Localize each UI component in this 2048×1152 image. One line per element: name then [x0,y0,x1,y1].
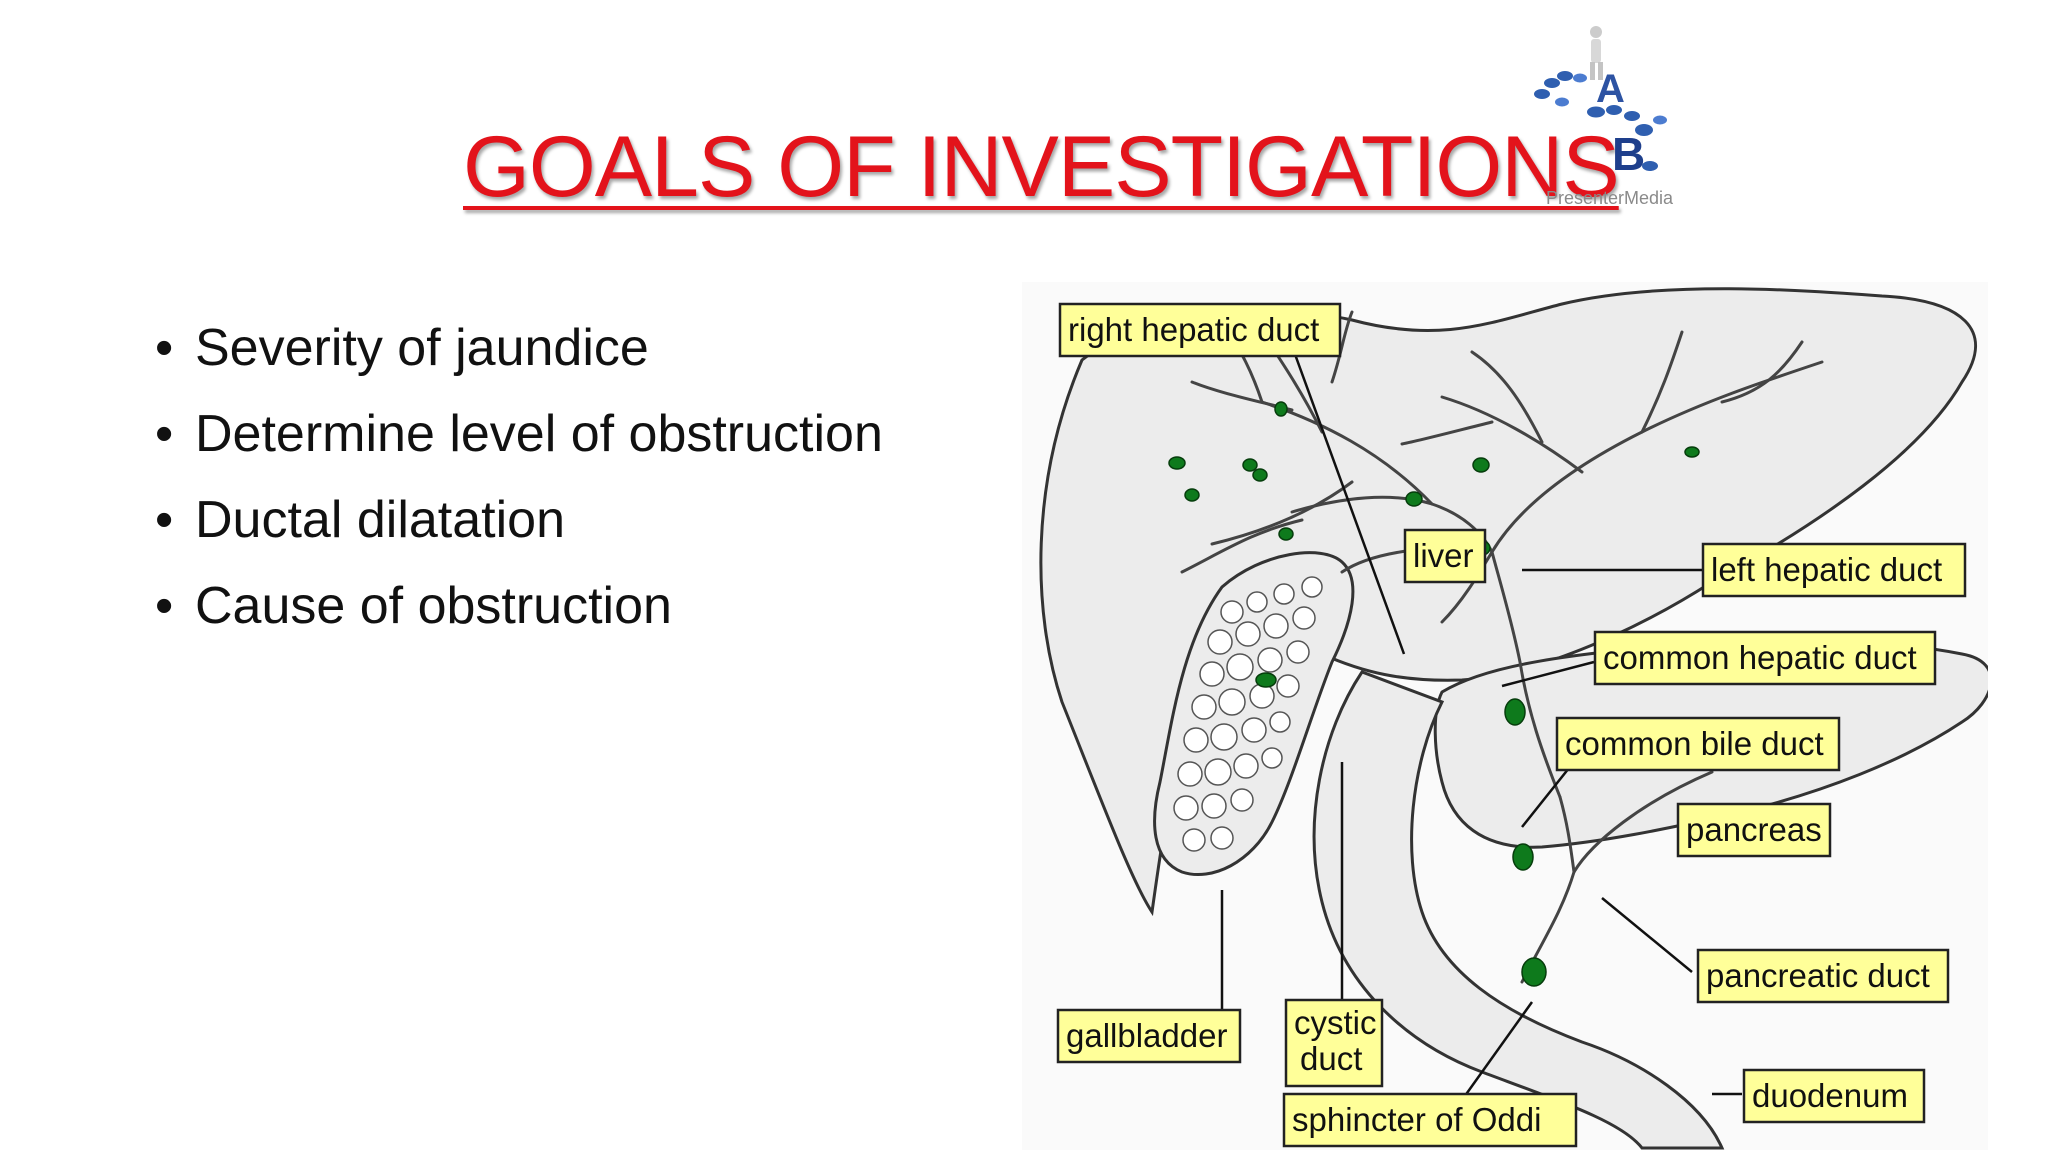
bullet-item: • Cause of obstruction [155,563,883,649]
label-gallbladder: gallbladder [1056,1008,1242,1064]
bullet-text: Severity of jaundice [195,319,649,377]
logo-letter-b: B [1612,128,1645,180]
bullet-glyph: • [155,319,174,377]
liver-shape [1039,287,1977,917]
biliary-anatomy-drawing: right hepatic duct liver left hepatic du… [1039,287,1988,1150]
label-cystic-duct: cystic duct [1284,998,1384,1088]
svg-text:cystic: cystic [1294,1004,1377,1041]
duodenum-shape [1312,670,1725,1150]
bullet-item: • Severity of jaundice [155,305,883,391]
biliary-anatomy-figure: right hepatic duct liver left hepatic du… [1022,282,1988,1150]
svg-text:gallbladder: gallbladder [1066,1017,1227,1054]
svg-text:duodenum: duodenum [1752,1077,1908,1114]
svg-text:sphincter of Oddi: sphincter of Oddi [1292,1101,1541,1138]
label-common-hepatic-duct: common hepatic duct [1593,630,1937,686]
label-common-bile-duct: common bile duct [1555,716,1841,772]
logo-text: PresenterMedia [1546,188,1674,208]
bullet-glyph: • [155,405,174,463]
svg-text:right hepatic duct: right hepatic duct [1068,311,1319,348]
bullet-glyph: • [155,491,174,549]
svg-text:left hepatic duct: left hepatic duct [1711,551,1942,588]
bullet-list: • Severity of jaundice • Determine level o… [155,305,883,649]
svg-text:common hepatic duct: common hepatic duct [1603,639,1917,676]
logo-dots [1534,71,1667,171]
bullet-text: Cause of obstruction [195,577,672,635]
label-left-hepatic-duct: left hepatic duct [1701,542,1967,598]
svg-text:common bile duct: common bile duct [1565,725,1824,762]
bullet-text: Determine level of obstruction [195,405,883,463]
gallstones [1173,576,1323,852]
label-duodenum: duodenum [1742,1068,1926,1124]
bullet-item: • Determine level of obstruction [155,391,883,477]
label-pancreatic-duct: pancreatic duct [1696,948,1950,1004]
svg-text:duct: duct [1300,1040,1362,1077]
svg-text:pancreatic duct: pancreatic duct [1706,957,1930,994]
slide-title: GOALS OF INVESTIGATIONS [463,119,1620,215]
label-liver: liver [1403,528,1487,584]
bullet-glyph: • [155,577,174,635]
gallbladder-shape [1153,551,1355,877]
logo-figure [1590,26,1603,80]
presentermedia-logo: A B PresenterMedia [1534,26,1674,208]
bullet-text: Ductal dilatation [195,491,565,549]
svg-text:pancreas: pancreas [1686,811,1822,848]
label-sphincter-of-oddi: sphincter of Oddi [1282,1092,1578,1148]
svg-text:liver: liver [1413,537,1474,574]
bullet-item: • Ductal dilatation [155,477,883,563]
label-right-hepatic-duct: right hepatic duct [1058,302,1342,358]
label-pancreas: pancreas [1676,802,1832,858]
